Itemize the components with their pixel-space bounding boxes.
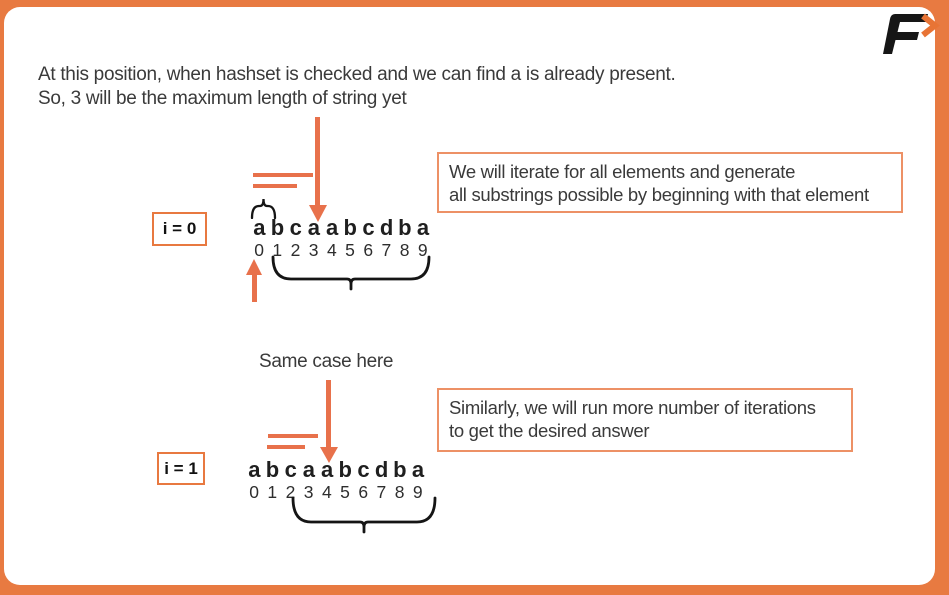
note-box-iterate: We will iterate for all elements and gen… [437, 152, 903, 213]
intro-line-2: So, 3 will be the maximum length of stri… [38, 87, 407, 109]
label-i1: i = 1 [164, 458, 198, 478]
intro-text: At this position, when hashset is checke… [38, 63, 698, 110]
marker-line-bottom-2 [267, 445, 305, 449]
same-case-annotation: Same case here [259, 351, 394, 372]
up-arrow-icon-1 [246, 259, 262, 275]
note1-line-1: We will iterate for all elements and gen… [449, 161, 796, 182]
cell: 8 [394, 482, 405, 502]
marker-line-bottom-1 [253, 184, 297, 188]
big-brace-down-icon-2 [291, 496, 437, 534]
content-card [4, 7, 935, 585]
cell: c [357, 457, 370, 482]
cell: 5 [345, 240, 355, 260]
cell: 9 [412, 482, 423, 502]
cell: b [343, 215, 357, 240]
down-arrow-icon-2 [320, 447, 338, 463]
cell: 8 [399, 240, 410, 260]
big-brace-down-icon-1 [271, 255, 431, 291]
cell: 2 [290, 240, 301, 260]
cell: c [362, 215, 375, 240]
cell: 4 [321, 482, 332, 502]
cell: b [265, 457, 279, 482]
cell: 3 [308, 240, 319, 260]
cell: b [338, 457, 352, 482]
note-box-similarly: Similarly, we will run more number of it… [437, 388, 853, 452]
cell: a [253, 215, 265, 240]
cell: 0 [254, 240, 264, 260]
cell: 4 [326, 240, 337, 260]
cell: 6 [358, 482, 369, 502]
cell: c [284, 457, 297, 482]
cell: 7 [381, 240, 392, 260]
cell: 6 [363, 240, 374, 260]
cell: d [379, 215, 393, 240]
cell: b [270, 215, 284, 240]
cell: a [302, 457, 315, 482]
brand-logo-icon [883, 13, 940, 54]
cell: a [307, 215, 320, 240]
marker-line-top-2 [268, 434, 318, 438]
note2-line-1: Similarly, we will run more number of it… [449, 397, 816, 418]
cell: 1 [267, 482, 278, 502]
cell: c [289, 215, 302, 240]
label-box-i1: i = 1 [157, 452, 205, 485]
up-arrow-shaft-1 [252, 275, 257, 302]
cell: d [374, 457, 388, 482]
cell: a [248, 457, 260, 482]
cell: 3 [303, 482, 314, 502]
cell: a [416, 215, 429, 240]
cell: a [325, 215, 338, 240]
cell: b [398, 215, 412, 240]
cell: 2 [285, 482, 296, 502]
cell: a [320, 457, 333, 482]
small-brace-up-icon [250, 198, 277, 219]
cell: 0 [249, 482, 259, 502]
label-i0: i = 0 [162, 219, 197, 238]
note2-line-2: to get the desired answer [449, 420, 650, 441]
marker-line-top-1 [253, 173, 313, 177]
cell: 9 [417, 240, 428, 260]
label-box-i0: i = 0 [152, 212, 207, 246]
cell: 5 [340, 482, 350, 502]
down-arrow-shaft-2 [326, 380, 331, 448]
cell: 1 [272, 240, 283, 260]
cell: 7 [376, 482, 387, 502]
note1-line-2: all substrings possible by beginning wit… [449, 184, 869, 205]
cell: a [411, 457, 424, 482]
intro-line-1: At this position, when hashset is checke… [38, 64, 676, 85]
cell: b [393, 457, 407, 482]
down-arrow-shaft-1 [315, 117, 320, 206]
down-arrow-icon-1 [309, 205, 327, 222]
